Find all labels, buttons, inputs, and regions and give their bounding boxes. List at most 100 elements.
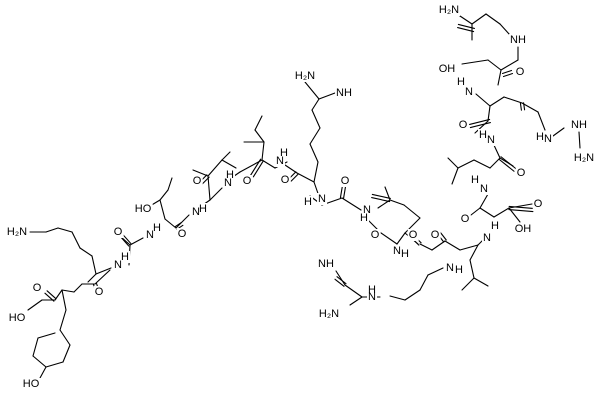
atom-label-n-ser: N [465, 86, 473, 98]
single-bond [91, 255, 97, 275]
atom-label-nh-guan-arg7: NH [318, 258, 334, 270]
single-bond [503, 96, 523, 104]
single-bond [207, 175, 211, 201]
single-bond [404, 217, 421, 234]
label-halo [437, 63, 457, 75]
atom-label-o-ala14: O [114, 226, 123, 238]
single-bond [487, 105, 491, 122]
single-bond [61, 289, 67, 311]
atom-label-ho-tyr-phenol: HO [23, 378, 40, 390]
single-bond [313, 161, 319, 183]
single-bond [296, 172, 315, 183]
label-halo [241, 175, 253, 187]
label-halo [543, 133, 554, 145]
single-bond [309, 143, 319, 163]
double-bond [500, 156, 517, 170]
single-bond [497, 69, 502, 86]
single-bond [61, 289, 75, 293]
atom-label-n-thr: N [192, 206, 200, 218]
single-bond [457, 159, 475, 169]
double-bond [508, 205, 534, 209]
double-bond [339, 185, 343, 199]
atom-label-o-thr: O [178, 228, 187, 240]
double-bond [371, 197, 391, 203]
label-halo [392, 245, 403, 257]
single-bond [500, 59, 519, 71]
single-bond [254, 115, 263, 131]
atom-label-nh-guan-arg10: NH [336, 87, 352, 99]
single-bond [578, 131, 581, 149]
single-bond [444, 240, 461, 251]
atom-label-o-ile11: O [243, 175, 252, 187]
single-bond [27, 299, 43, 311]
single-bond [32, 355, 47, 368]
single-bond [335, 270, 346, 286]
atom-labels: H₂N NH OH O H N O NH H₂N H N O H N O H N… [5, 4, 596, 390]
label-halo [369, 229, 381, 241]
atom-label-o-arg10: O [281, 174, 290, 186]
atom-label-h-ala14-n: H [153, 222, 161, 234]
double-bond [252, 160, 264, 178]
single-bond [304, 81, 320, 100]
single-bond [508, 203, 533, 209]
atom-label-oh-ser: OH [439, 63, 456, 75]
atom-label-ho-thr: HO [135, 203, 152, 215]
double-bond [457, 23, 475, 29]
atom-label-h-leu6-n: H [491, 220, 499, 232]
single-bond [37, 332, 56, 339]
single-bond [469, 244, 479, 261]
single-bond [341, 197, 362, 211]
label-halo [5, 226, 29, 238]
label-halo [514, 66, 526, 78]
atom-label-n-ile8: N [393, 245, 401, 257]
single-bond [521, 102, 539, 113]
atom-label-h-leu4-n: H [479, 129, 487, 141]
label-halo [93, 286, 105, 298]
label-halo [191, 175, 203, 187]
single-bond [209, 187, 223, 201]
single-bond [95, 267, 112, 275]
label-halo [359, 212, 370, 224]
label-halo [457, 119, 469, 131]
atom-label-n-gly: N [363, 204, 371, 216]
label-halo [339, 175, 351, 187]
label-halo [317, 193, 328, 205]
single-bond [469, 259, 475, 279]
atom-label-h2n-guan-arg10: H₂N [295, 70, 315, 82]
atom-label-h-ser-n: H [457, 76, 465, 88]
atom-label-h-ile11-n: H [280, 147, 288, 159]
label-halo [464, 86, 475, 98]
label-halo [362, 204, 373, 216]
atom-label-h-arg3-n: H [536, 131, 544, 143]
atom-label-nh-guan-arg3: NH [571, 119, 587, 131]
atom-label-h-gly-n: H [360, 212, 368, 224]
single-bond [487, 59, 502, 71]
label-halo [572, 152, 596, 164]
single-bond [261, 141, 265, 161]
single-bond [71, 231, 81, 249]
label-halo [570, 119, 588, 131]
label-halo [335, 87, 353, 99]
label-halo [303, 196, 314, 208]
label-halo [120, 251, 131, 263]
atom-label-h2n-top: H₂N [439, 4, 459, 16]
single-bond [380, 232, 398, 245]
single-bond [447, 157, 459, 169]
atom-label-o-ile8: O [371, 229, 380, 241]
label-halo [7, 312, 27, 324]
atom-label-o-lys: O [95, 286, 104, 298]
double-bond [250, 158, 262, 176]
single-bond [57, 227, 73, 233]
label-halo [437, 4, 461, 16]
single-bond [94, 269, 111, 285]
single-bond [431, 240, 446, 251]
single-bond [396, 232, 406, 245]
label-halo [113, 259, 124, 271]
single-bond [59, 329, 71, 346]
label-halo [367, 284, 378, 296]
atom-label-n-guan-arg7: N [368, 291, 376, 303]
atom-label-h-ile8-n: H [401, 248, 409, 260]
single-bond [129, 237, 144, 246]
single-bond [62, 344, 71, 363]
single-bond [207, 159, 223, 177]
